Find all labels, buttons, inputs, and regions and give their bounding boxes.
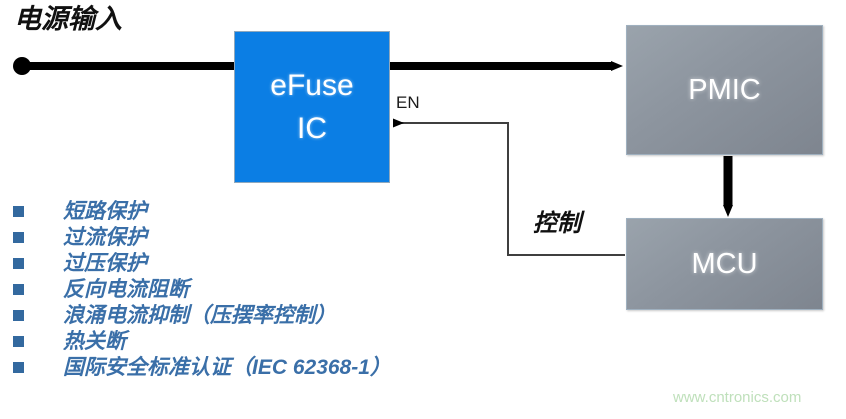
bullet-square-icon xyxy=(13,205,24,217)
control-signal-label: 控制 xyxy=(533,210,581,237)
control-signal-path xyxy=(393,118,625,256)
block-mcu[interactable]: MCU xyxy=(626,218,823,310)
feature-item-label: 反向电流阻断 xyxy=(63,277,189,301)
block-pmic[interactable]: PMIC xyxy=(626,25,823,155)
efuse-label-line2: IC xyxy=(297,112,327,145)
feature-item-label: 热关断 xyxy=(63,329,126,353)
en-signal-label: EN xyxy=(396,93,420,112)
bullet-square-icon xyxy=(13,309,24,321)
feature-item: 过流保护 xyxy=(13,224,443,250)
mcu-label: MCU xyxy=(691,247,758,280)
feature-list: 短路保护过流保护过压保护反向电流阻断浪涌电流抑制（压摆率控制）热关断国际安全标准… xyxy=(13,198,443,380)
feature-item-label: 浪涌电流抑制（压摆率控制） xyxy=(63,303,336,327)
feature-item-label: 过压保护 xyxy=(63,251,147,275)
block-efuse-ic[interactable]: eFuse IC xyxy=(234,31,390,183)
feature-item: 国际安全标准认证（IEC 62368-1） xyxy=(13,354,443,380)
bullet-square-icon xyxy=(13,335,24,347)
feature-item-label: 过流保护 xyxy=(63,225,147,249)
pmic-label: PMIC xyxy=(688,73,761,106)
feature-item: 短路保护 xyxy=(13,198,443,224)
bullet-square-icon xyxy=(13,283,24,295)
bullet-square-icon xyxy=(13,231,24,243)
efuse-label-line1: eFuse xyxy=(270,68,354,102)
feature-item: 反向电流阻断 xyxy=(13,276,443,302)
feature-item-label: 国际安全标准认证（IEC 62368-1） xyxy=(63,355,391,379)
feature-item: 过压保护 xyxy=(13,250,443,276)
bullet-square-icon xyxy=(13,257,24,269)
bullet-square-icon xyxy=(13,361,24,373)
feature-item: 浪涌电流抑制（压摆率控制） xyxy=(13,302,443,328)
site-watermark: www.cntronics.com xyxy=(673,389,802,406)
feature-item-label: 短路保护 xyxy=(63,199,147,223)
feature-item: 热关断 xyxy=(13,328,443,354)
power-input-label: 电源输入 xyxy=(14,4,122,34)
